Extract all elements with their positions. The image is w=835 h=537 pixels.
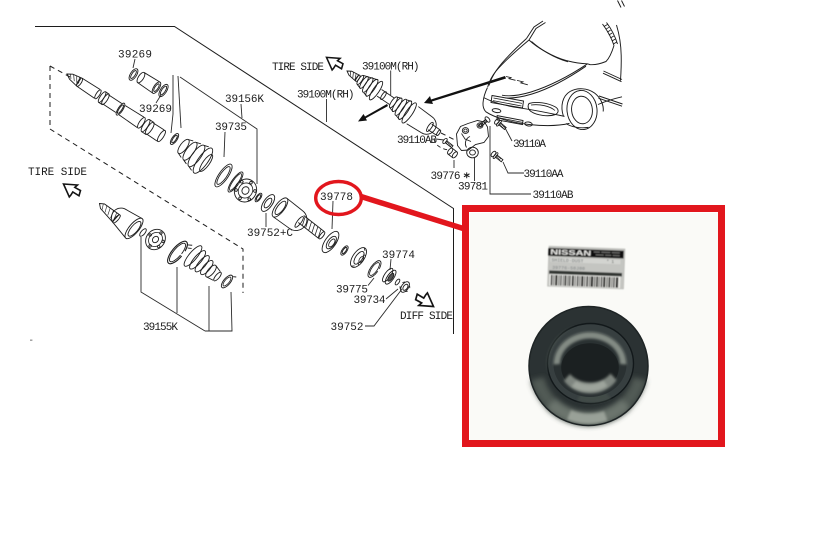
svg-text:* 1: * 1 xyxy=(606,260,614,265)
svg-text:SHIELD-DUST: SHIELD-DUST xyxy=(551,257,583,264)
svg-text:39752+C: 39752+C xyxy=(247,228,293,240)
svg-text:39100M(RH): 39100M(RH) xyxy=(362,62,420,74)
svg-text:39110AB: 39110AB xyxy=(397,135,437,147)
svg-text:39269: 39269 xyxy=(139,104,172,116)
svg-text:39781: 39781 xyxy=(458,182,488,194)
svg-text:39735: 39735 xyxy=(215,122,247,134)
svg-text:39752: 39752 xyxy=(331,322,364,334)
svg-text:DIFF SIDE: DIFF SIDE xyxy=(400,311,453,323)
svg-text:39110A: 39110A xyxy=(513,139,546,151)
svg-text:39269: 39269 xyxy=(118,50,152,62)
svg-text:39110AB: 39110AB xyxy=(533,190,574,202)
svg-text:39778: 39778 xyxy=(320,192,353,204)
svg-text:39100M(RH): 39100M(RH) xyxy=(297,90,355,102)
svg-text:TIRE SIDE: TIRE SIDE xyxy=(28,167,87,179)
svg-text:39155K: 39155K xyxy=(143,322,178,334)
svg-text:39775: 39775 xyxy=(336,285,368,297)
svg-text:39776: 39776 xyxy=(431,171,461,183)
svg-text:39734: 39734 xyxy=(354,295,386,307)
svg-text:39774: 39774 xyxy=(382,250,415,262)
svg-text:39156K: 39156K xyxy=(225,94,264,106)
svg-text:39776-50J00: 39776-50J00 xyxy=(552,265,585,272)
svg-text:39110AA: 39110AA xyxy=(524,169,564,181)
svg-text:NISSAN: NISSAN xyxy=(550,247,591,257)
svg-text:TIRE SIDE: TIRE SIDE xyxy=(272,62,324,74)
